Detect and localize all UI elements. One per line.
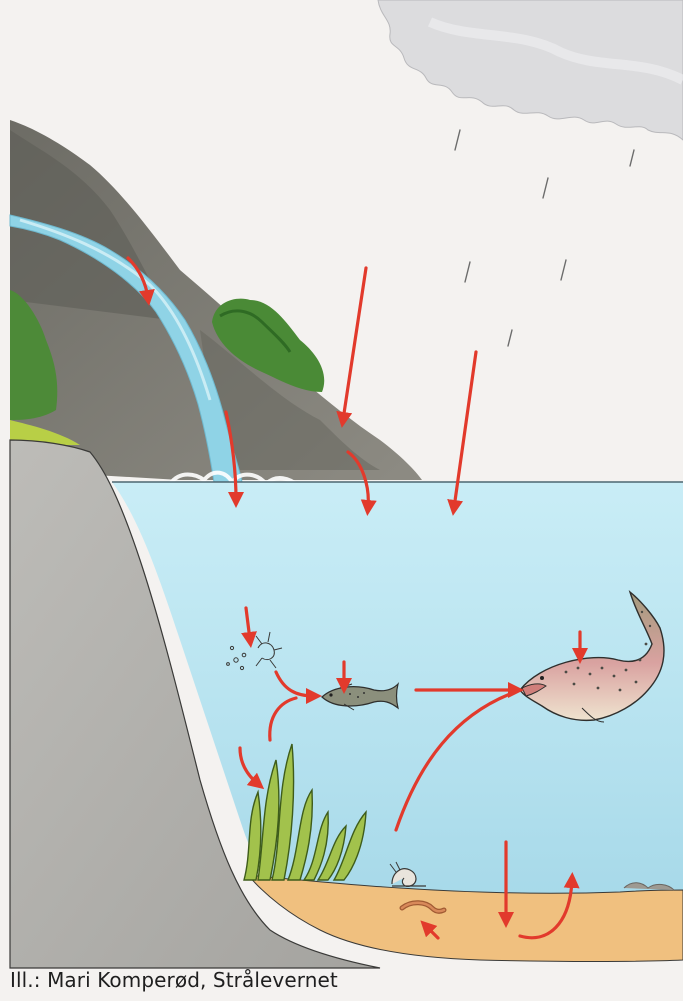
illustration-credit: Ill.: Mari Komperød, Strålevernet — [10, 968, 338, 992]
